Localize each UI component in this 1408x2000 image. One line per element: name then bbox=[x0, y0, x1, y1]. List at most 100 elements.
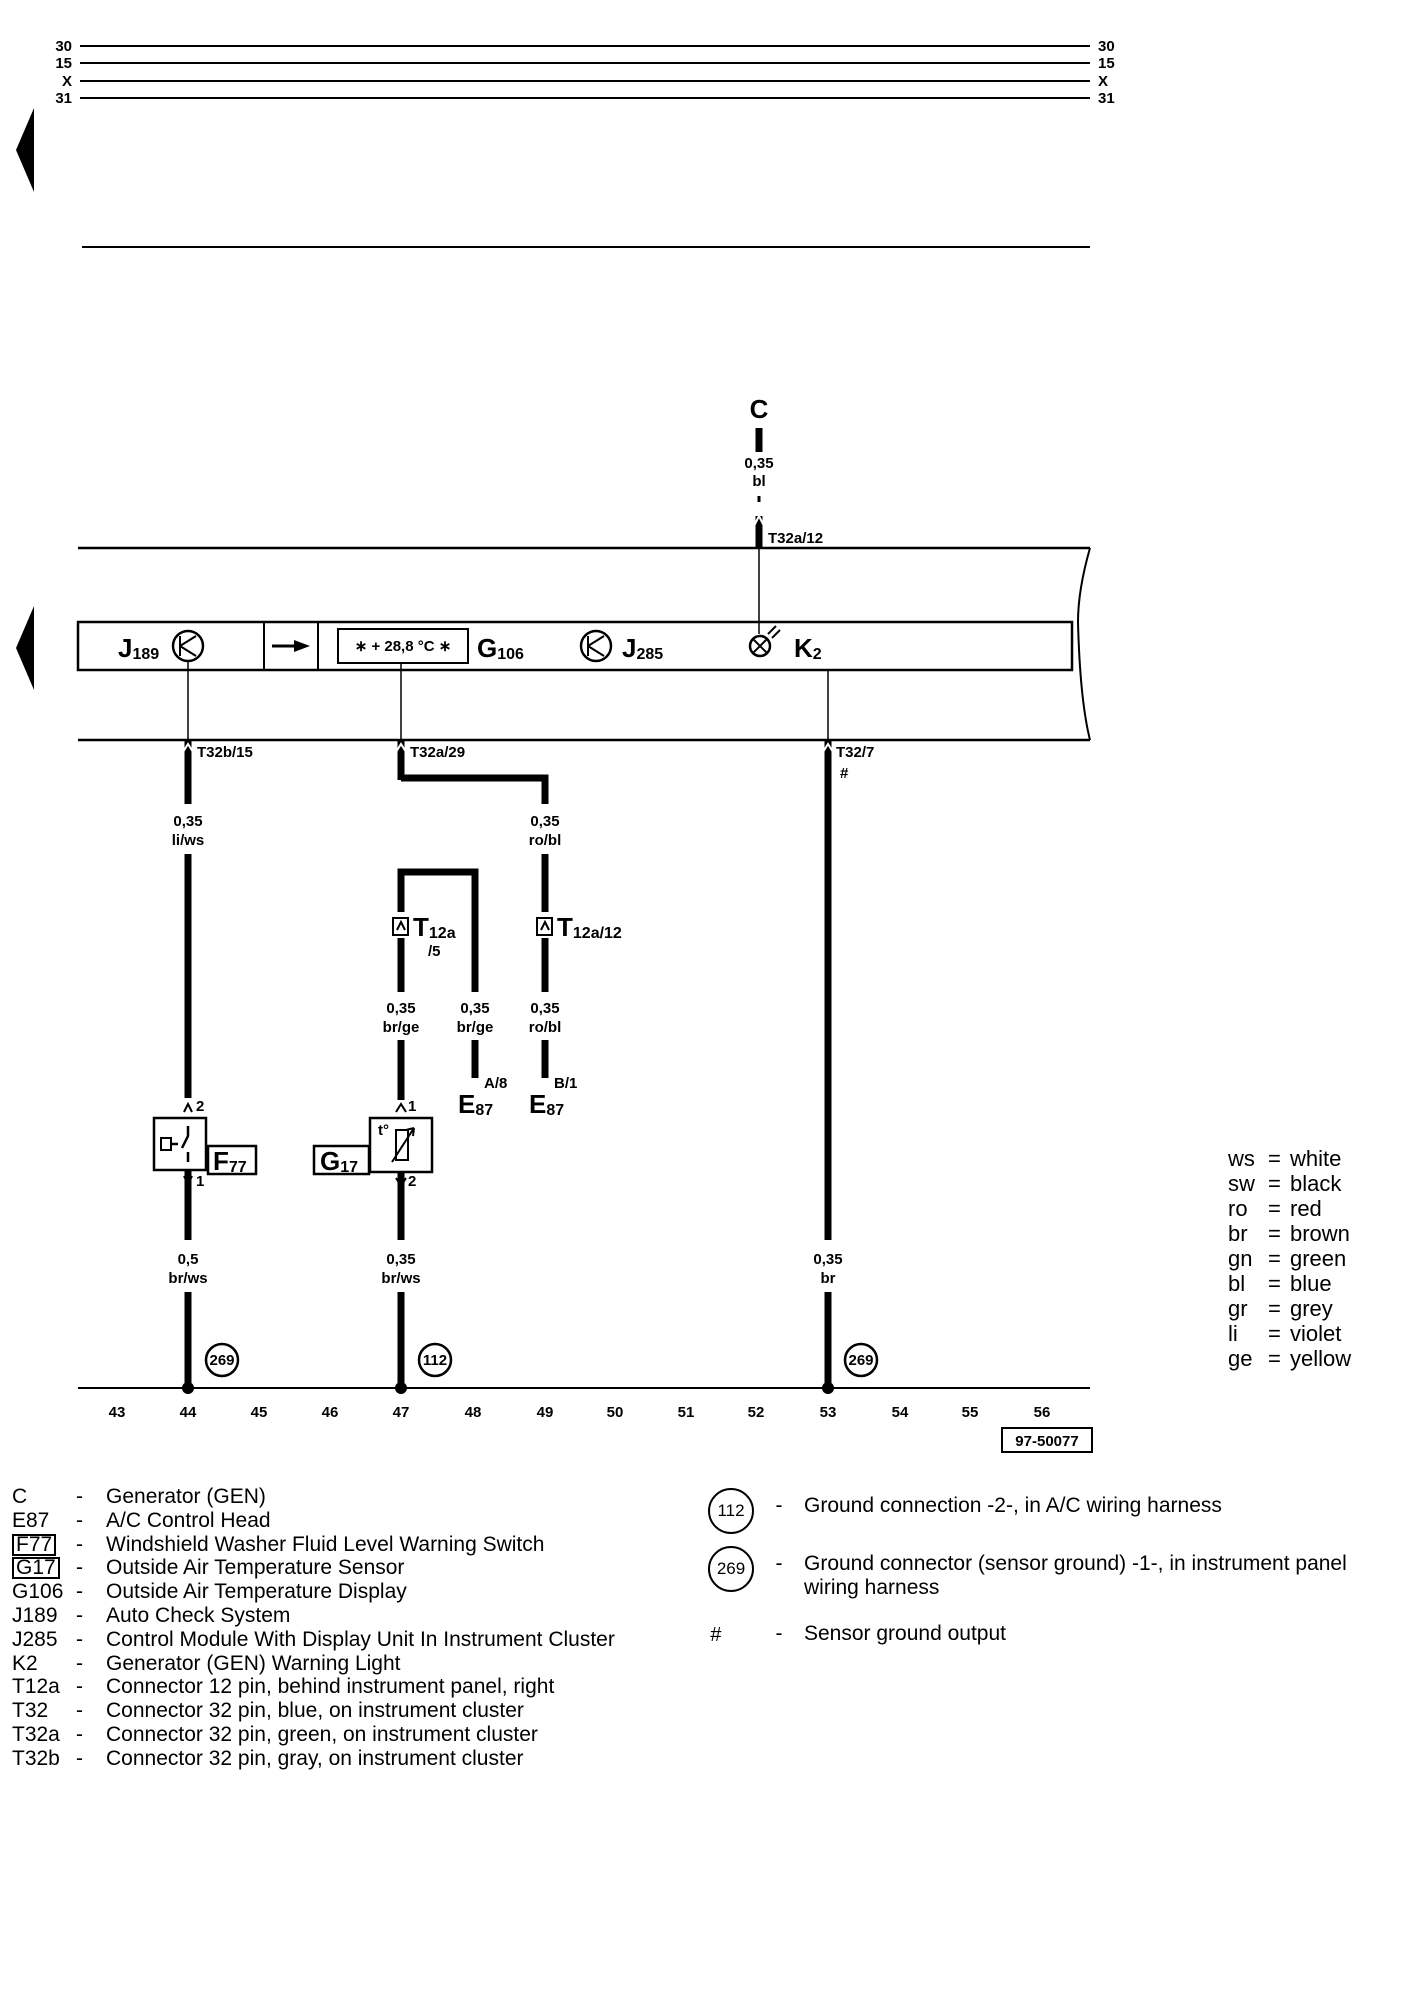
legend-desc: Connector 32 pin, gray, on instrument cl… bbox=[106, 1746, 524, 1770]
legend-code: T12a bbox=[12, 1675, 60, 1699]
bus-label-right: 15 bbox=[1098, 55, 1115, 72]
color-abbr: gn bbox=[1228, 1246, 1253, 1271]
color-abbr: br bbox=[1228, 1221, 1248, 1246]
wire-color: br/ge bbox=[457, 1019, 494, 1036]
bus-lines: 30 15 X 31 30 15 X 31 bbox=[55, 38, 1114, 107]
color-key-row: bl=blue bbox=[1228, 1271, 1332, 1296]
legend-row: G17-Outside Air Temperature Sensor bbox=[12, 1556, 615, 1580]
wire-gauge: 0,35 bbox=[813, 1251, 842, 1268]
bus-label-right: 30 bbox=[1098, 38, 1115, 55]
column-number: 48 bbox=[465, 1404, 482, 1421]
legend-row: C-Generator (GEN) bbox=[12, 1485, 266, 1508]
color-name: blue bbox=[1290, 1271, 1332, 1296]
color-key-row: gn=green bbox=[1228, 1246, 1347, 1271]
bus-label-left: X bbox=[62, 73, 72, 90]
legend-row: T32a-Connector 32 pin, green, on instrum… bbox=[12, 1722, 538, 1746]
pin-number: 2 bbox=[196, 1098, 204, 1115]
legend-row: T12a-Connector 12 pin, behind instrument… bbox=[12, 1675, 555, 1699]
ground-symbol: 269 bbox=[708, 1546, 754, 1592]
column-numbers: 43 44 45 46 47 48 49 50 51 52 53 54 55 5… bbox=[109, 1404, 1051, 1421]
column-number: 51 bbox=[678, 1404, 695, 1421]
g17-label-box bbox=[312, 1144, 371, 1176]
legend-row: K2-Generator (GEN) Warning Light bbox=[12, 1651, 401, 1675]
legend-desc: Connector 12 pin, behind instrument pane… bbox=[106, 1675, 555, 1699]
column-number: 50 bbox=[607, 1404, 624, 1421]
wire-gauge: 0,35 bbox=[386, 1000, 415, 1017]
column-number: 53 bbox=[820, 1404, 837, 1421]
wire-color: bl bbox=[752, 473, 765, 490]
wire-color: br/ge bbox=[383, 1019, 420, 1036]
instrument-cluster-housing bbox=[76, 546, 1091, 742]
connector-label: T32/7 bbox=[836, 744, 874, 761]
transistor-icon bbox=[579, 629, 613, 663]
g17-label: G17 bbox=[320, 1146, 358, 1176]
bus-label-left: 31 bbox=[55, 90, 72, 107]
legend-row: T32-Connector 32 pin, blue, on instrumen… bbox=[12, 1699, 524, 1723]
e87-label: E87 bbox=[458, 1089, 493, 1119]
color-name: black bbox=[1290, 1171, 1342, 1196]
color-name: violet bbox=[1290, 1321, 1342, 1346]
pin-label: A/8 bbox=[484, 1075, 507, 1092]
legend-row: J189-Auto Check System bbox=[12, 1603, 291, 1627]
bus-label-right: 31 bbox=[1098, 90, 1115, 107]
column-number: 45 bbox=[251, 1404, 268, 1421]
connector-icon bbox=[392, 917, 409, 936]
g106-temperature-display: ∗ + 28,8 °C ∗ G106 bbox=[337, 628, 524, 664]
color-key-row: li=violet bbox=[1228, 1321, 1342, 1346]
wire-color: br/ws bbox=[381, 1270, 420, 1287]
legend-code: E87 bbox=[12, 1508, 50, 1532]
color-abbr: ro bbox=[1228, 1196, 1248, 1221]
color-name: brown bbox=[1290, 1221, 1350, 1246]
ground-desc: Ground connector (sensor ground) -1-, in… bbox=[804, 1552, 1347, 1599]
legend-desc: Connector 32 pin, green, on instrument c… bbox=[106, 1722, 538, 1746]
ground-legend-row: 112 - Ground connection -2-, in A/C wiri… bbox=[708, 1488, 1398, 1534]
t12a5-label: T12a bbox=[413, 912, 456, 942]
c-label: C bbox=[750, 394, 769, 424]
color-key-row: ws=white bbox=[1228, 1146, 1342, 1171]
k2-label: K2 bbox=[794, 633, 822, 663]
c-generator-feed: C 0,35 bl T32a/12 bbox=[744, 394, 823, 634]
color-name: green bbox=[1290, 1246, 1347, 1271]
ground-point-112 bbox=[417, 1342, 453, 1378]
wire-gauge: 0,5 bbox=[178, 1251, 199, 1268]
legend-code: F77 bbox=[12, 1533, 57, 1556]
connector-label: T32a/12 bbox=[768, 530, 823, 547]
column-number: 44 bbox=[180, 1404, 197, 1421]
component-legend: C-Generator (GEN) E87-A/C Control Head F… bbox=[12, 1485, 615, 1771]
legend-code: G106 bbox=[12, 1580, 64, 1604]
pin-label: B/1 bbox=[554, 1075, 577, 1092]
legend-row: E87-A/C Control Head bbox=[12, 1508, 271, 1532]
t12a12-label: T12a/12 bbox=[557, 912, 622, 942]
color-abbr: sw bbox=[1228, 1171, 1255, 1196]
pin-number: 1 bbox=[408, 1098, 416, 1115]
column-number: 55 bbox=[962, 1404, 979, 1421]
color-key-row: br=brown bbox=[1228, 1221, 1350, 1246]
column-number: 56 bbox=[1034, 1404, 1051, 1421]
j189-label: J189 bbox=[118, 633, 159, 663]
color-key-row: gr=grey bbox=[1228, 1296, 1333, 1321]
legend-desc: Generator (GEN) bbox=[106, 1485, 266, 1508]
pin-number: 1 bbox=[196, 1173, 204, 1190]
color-name: grey bbox=[1290, 1296, 1333, 1321]
continuation-arrow-icon bbox=[16, 108, 34, 192]
wire-color: br/ws bbox=[168, 1270, 207, 1287]
wire-gauge: 0,35 bbox=[530, 813, 559, 830]
continuation-arrow-icon bbox=[16, 606, 34, 690]
svg-text:269: 269 bbox=[209, 1352, 234, 1369]
j285-control-module: J285 bbox=[579, 629, 663, 663]
wire-color: ro/bl bbox=[529, 1019, 562, 1036]
ground-point-269 bbox=[204, 1342, 240, 1378]
g17-sensor-icon bbox=[368, 1116, 434, 1174]
connector-icon bbox=[536, 917, 553, 936]
sensor-ground-mark: # bbox=[840, 765, 849, 782]
reference-number: 97-50077 bbox=[1015, 1433, 1078, 1450]
color-name: white bbox=[1290, 1146, 1342, 1171]
column-number: 49 bbox=[537, 1404, 554, 1421]
wire-column-44: T32b/15 0,35 li/ws 2 1 F77 0,5 br/ws 269 bbox=[152, 661, 258, 1394]
legend-row: F77-Windshield Washer Fluid Level Warnin… bbox=[12, 1533, 615, 1557]
wire-color-key: ws=white sw=black ro=red br=brown gn=gre… bbox=[1228, 1146, 1351, 1371]
legend-desc: Outside Air Temperature Display bbox=[106, 1580, 407, 1604]
bus-label-left: 15 bbox=[55, 55, 72, 72]
k2-warning-light: K2 bbox=[748, 625, 822, 663]
